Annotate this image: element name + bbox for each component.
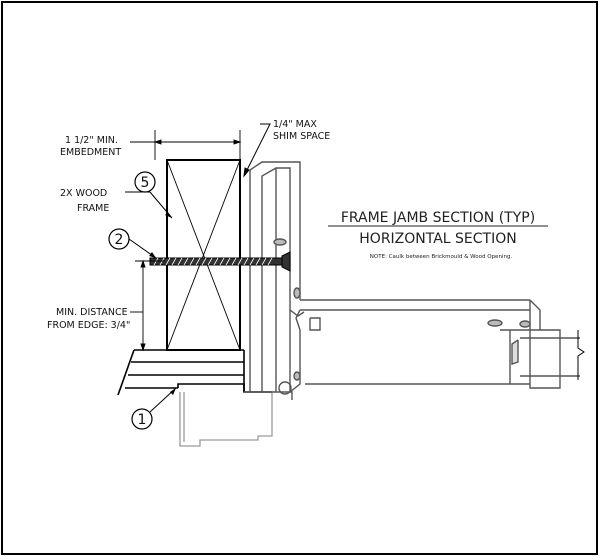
section-title: FRAME JAMB SECTION (TYP)	[341, 210, 535, 226]
embedment-label-line2: EMBEDMENT	[60, 147, 121, 158]
svg-text:5: 5	[141, 175, 150, 191]
caulk-note: NOTE: Caulk between Brickmould & Wood Op…	[370, 254, 513, 260]
shim-label-line1: 1/4" MAX	[273, 119, 317, 130]
section-subtitle: HORIZONTAL SECTION	[359, 231, 516, 247]
brickmould	[179, 392, 273, 447]
window-frame-jamb	[244, 161, 301, 400]
callout-2: 2	[108, 228, 157, 259]
sash-rail	[289, 299, 580, 393]
svg-text:2: 2	[115, 232, 124, 248]
callout-1: 1	[131, 387, 177, 430]
distance-label-line1: MIN. DISTANCE	[56, 307, 128, 318]
callout-5: 5	[125, 171, 173, 219]
shim-label-line2: SHIM SPACE	[273, 131, 330, 142]
shim-leader	[243, 123, 271, 178]
wood-frame	[166, 159, 241, 351]
break-line	[577, 330, 585, 380]
frame-label-line2: FRAME	[77, 203, 109, 214]
distance-label-line2: FROM EDGE: 3/4"	[47, 320, 130, 331]
svg-text:1: 1	[138, 412, 147, 428]
frame-label-line1: 2X WOOD	[60, 188, 107, 199]
embedment-dimension	[130, 130, 242, 160]
masonry-sill	[117, 349, 272, 396]
edge-distance-dimension	[130, 259, 165, 352]
installation-screw	[149, 251, 291, 272]
embedment-label-line1: 1 1/2" MIN.	[65, 135, 118, 146]
